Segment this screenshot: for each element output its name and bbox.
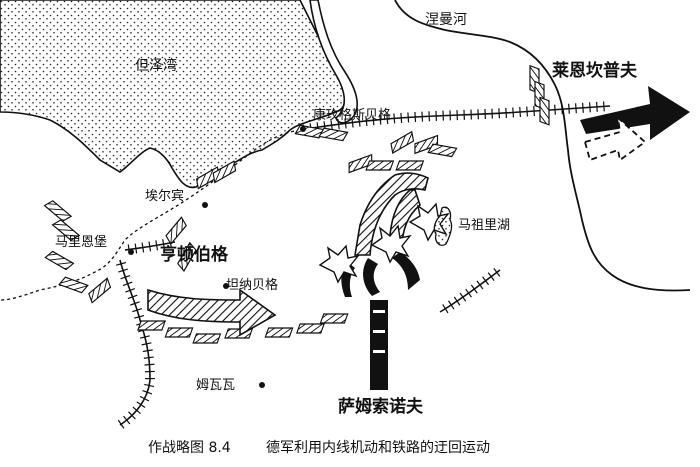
label-samsonov: 萨姆索诺夫 xyxy=(338,396,424,417)
rennenkampf-arrow xyxy=(580,86,690,160)
caption-figure-number: 作战略图 8.4 xyxy=(148,440,231,456)
label-mlawa: 姆瓦瓦 xyxy=(196,378,235,393)
label-konigsberg: 康玫格斯贝格 xyxy=(313,107,391,123)
mlawa-dot xyxy=(259,382,265,388)
label-hindenburg: 亨顿伯格 xyxy=(160,244,229,265)
label-masurian-lakes: 马祖里湖 xyxy=(458,218,510,233)
label-neman-river: 涅曼河 xyxy=(425,12,467,28)
caption-title: 德军利用内线机动和铁路的迂回运动 xyxy=(266,440,490,456)
corps-unit xyxy=(297,324,324,333)
corps-unit xyxy=(391,132,413,153)
corps-unit xyxy=(320,314,347,323)
corps-unit xyxy=(166,217,186,244)
konigsberg-dot xyxy=(300,126,306,132)
label-rennenkampf: 莱恩坎普夫 xyxy=(552,60,638,81)
label-elbing: 埃尔宾 xyxy=(145,188,184,204)
label-danzig-bay: 但泽湾 xyxy=(135,57,177,74)
corps-unit xyxy=(59,277,88,293)
samsonov-unit xyxy=(370,300,388,390)
corps-unit xyxy=(265,328,292,337)
battle-explosions xyxy=(320,204,448,282)
elbing-dot xyxy=(202,202,208,208)
corps-unit xyxy=(45,201,72,221)
corps-unit xyxy=(396,161,423,170)
corps-unit xyxy=(138,321,165,330)
railway-east xyxy=(440,270,500,312)
corps-unit xyxy=(165,328,192,337)
corps-unit xyxy=(319,128,347,140)
corps-unit xyxy=(89,278,111,302)
corps-unit xyxy=(366,161,393,170)
corps-unit xyxy=(428,144,456,156)
label-tannenberg: 坦纳贝格 xyxy=(226,277,278,293)
corps-unit xyxy=(45,251,73,269)
danzig-bay-sea xyxy=(0,0,346,187)
marienburg-dot xyxy=(128,249,134,255)
corps-unit xyxy=(193,334,220,343)
label-marienburg: 马里恩堡 xyxy=(55,234,107,250)
corps-unit xyxy=(540,97,549,124)
german-southern-arrow xyxy=(148,290,275,335)
border-line xyxy=(0,130,300,300)
